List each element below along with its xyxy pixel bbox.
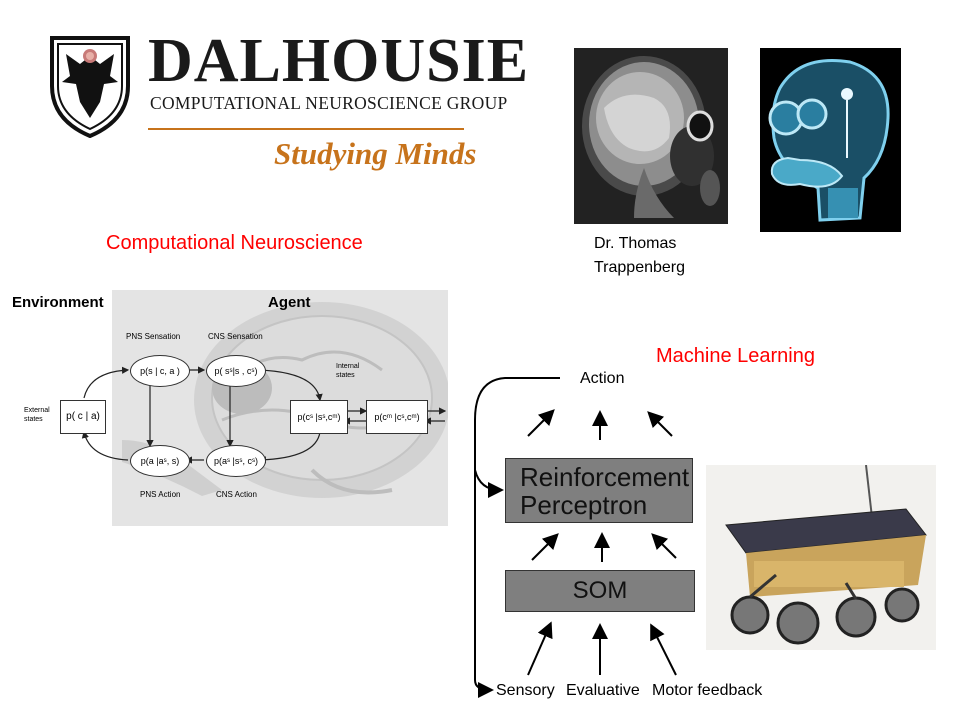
reinforcement-label: Reinforcement <box>520 462 690 492</box>
evaluative-label: Evaluative <box>566 682 640 699</box>
mri-brain-image <box>574 48 728 224</box>
action-label: Action <box>580 370 625 387</box>
cns-action-label: CNS Action <box>216 490 257 499</box>
perceptron-label: Perceptron <box>520 490 648 520</box>
node-p-cs-sscm: p(cˢ |sˢ,cᵐ) <box>290 400 348 434</box>
pns-action-label: PNS Action <box>140 490 181 499</box>
machine-learning-heading: Machine Learning <box>656 345 815 367</box>
dalhousie-shield-icon <box>48 34 132 139</box>
node-p-a-as: p(a |aˢ, s) <box>130 445 190 477</box>
pns-sensation-label: PNS Sensation <box>126 332 181 341</box>
som-box: SOM <box>505 570 695 612</box>
person-caption: Dr. Thomas Trappenberg <box>594 235 686 276</box>
motor-feedback-label: Motor feedback <box>652 682 763 699</box>
xray-head-image <box>760 48 901 232</box>
node-p-c-a: p( c | a) <box>60 400 106 434</box>
agent-label: Agent <box>268 294 311 311</box>
group-subtitle: COMPUTATIONAL NEUROSCIENCE GROUP <box>150 93 508 113</box>
dalhousie-wordmark: DALHOUSIE <box>148 27 530 95</box>
sensory-label: Sensory <box>496 682 555 699</box>
cns-sensation-label: CNS Sensation <box>208 332 263 341</box>
computational-neuroscience-heading: Computational Neuroscience <box>106 232 363 254</box>
environment-label: Environment <box>12 294 104 311</box>
node-p-as-sc: p(aˢ |sˢ, cˢ) <box>206 445 266 477</box>
logo-divider <box>148 128 464 130</box>
node-p-cm-cscm: p(cᵐ |cˢ,cᵐ) <box>366 400 428 434</box>
ml-diagram-arrows <box>474 377 677 698</box>
logo-tagline: Studying Minds <box>274 136 477 171</box>
internal-states-label: Internal states <box>336 363 360 379</box>
node-p-s-ca: p(s | c, a ) <box>130 355 190 387</box>
node-p-ss-cs: p( sˢ|s , cˢ) <box>206 355 266 387</box>
rover-robot-image <box>706 465 936 650</box>
external-states-label: External states <box>24 407 50 423</box>
reinforcement-perceptron-box: Reinforcement Perceptron <box>505 458 693 523</box>
